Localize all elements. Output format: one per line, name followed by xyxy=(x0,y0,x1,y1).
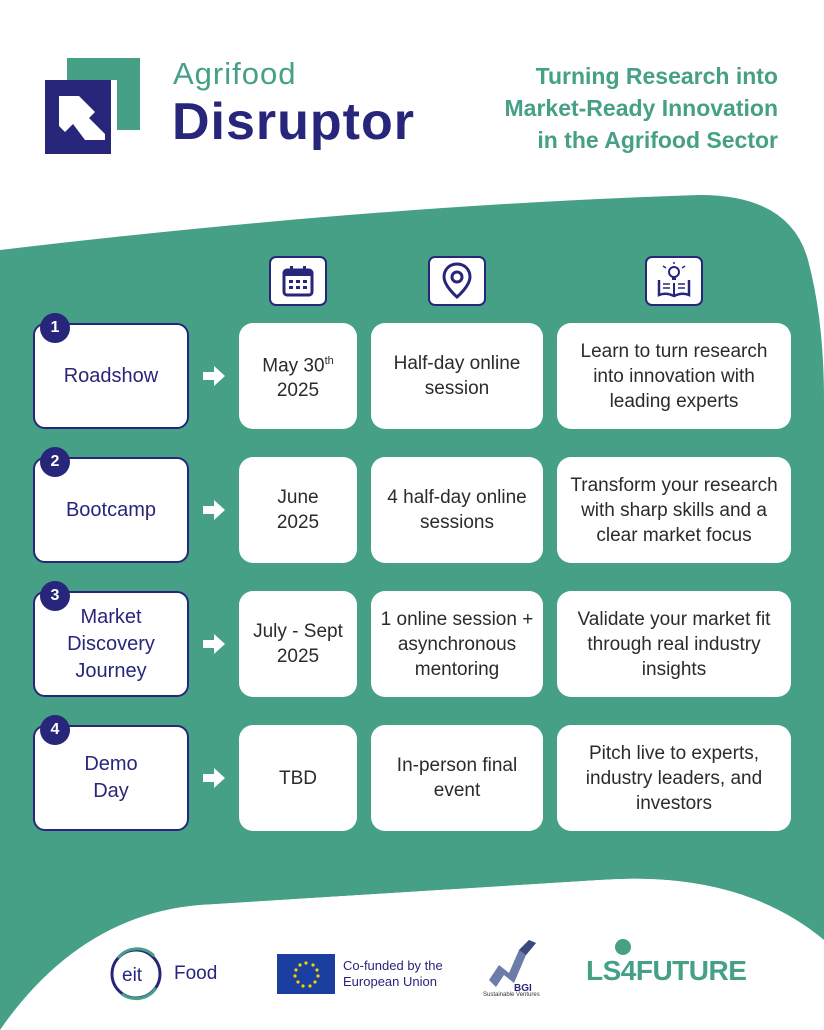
step-name: Market Discovery Journey xyxy=(67,605,155,682)
eit-mark: eit xyxy=(122,965,143,986)
step-name: Bootcamp xyxy=(65,498,157,521)
svg-text:BGI: BGI xyxy=(514,983,532,993)
ls4future-logo: LS4FUTURE xyxy=(586,955,747,986)
step-format: In-person final event xyxy=(371,725,543,831)
arrow-right-icon xyxy=(203,768,225,788)
eit-food-logo-icon: eit xyxy=(110,947,162,1001)
location-pin-icon xyxy=(428,256,486,306)
step-format: 1 online session + asynchronous mentorin… xyxy=(371,591,543,697)
step-outcome: Learn to turn research into innovation w… xyxy=(557,323,791,429)
arrow-right-icon xyxy=(203,634,225,654)
brand-logo-icon xyxy=(45,58,140,154)
calendar-icon xyxy=(269,256,327,306)
bgi-logo-icon: BGI xyxy=(489,940,536,993)
step-bootcamp: Bootcamp xyxy=(33,457,189,563)
step-number: 2 xyxy=(40,447,70,477)
eu-flag-icon xyxy=(277,954,335,994)
tagline-line: Market-Ready Innovation xyxy=(504,95,779,121)
step-name: Demo Day xyxy=(84,753,138,802)
step-number: 4 xyxy=(40,715,70,745)
step-format: Half-day online session xyxy=(371,323,543,429)
tagline-line: Turning Research into xyxy=(535,63,778,89)
brand-name-big: Disruptor xyxy=(172,93,415,151)
arrow-right-icon xyxy=(203,366,225,386)
tagline: Turning Research into Market-Ready Innov… xyxy=(438,60,779,156)
arrow-right-icon xyxy=(203,500,225,520)
step-number: 1 xyxy=(40,313,70,343)
brand-name-small: Agrifood xyxy=(173,56,297,91)
step-date: TBD xyxy=(239,725,357,831)
step-number: 3 xyxy=(40,581,70,611)
step-format: 4 half-day online sessions xyxy=(371,457,543,563)
bgi-subtitle: Sustainable Ventures xyxy=(483,992,540,998)
step-name: Roadshow xyxy=(63,364,159,387)
tagline-line: in the Agrifood Sector xyxy=(537,127,778,153)
step-outcome: Transform your research with sharp skill… xyxy=(557,457,791,563)
step-outcome: Pitch live to experts, industry leaders,… xyxy=(557,725,791,831)
eu-cofunded-label: Co-funded by the European Union xyxy=(343,958,443,989)
step-outcome: Validate your market fit through real in… xyxy=(557,591,791,697)
lightbulb-book-icon xyxy=(645,256,703,306)
eit-food-label: Food xyxy=(174,963,218,984)
globe-icon xyxy=(615,939,631,955)
